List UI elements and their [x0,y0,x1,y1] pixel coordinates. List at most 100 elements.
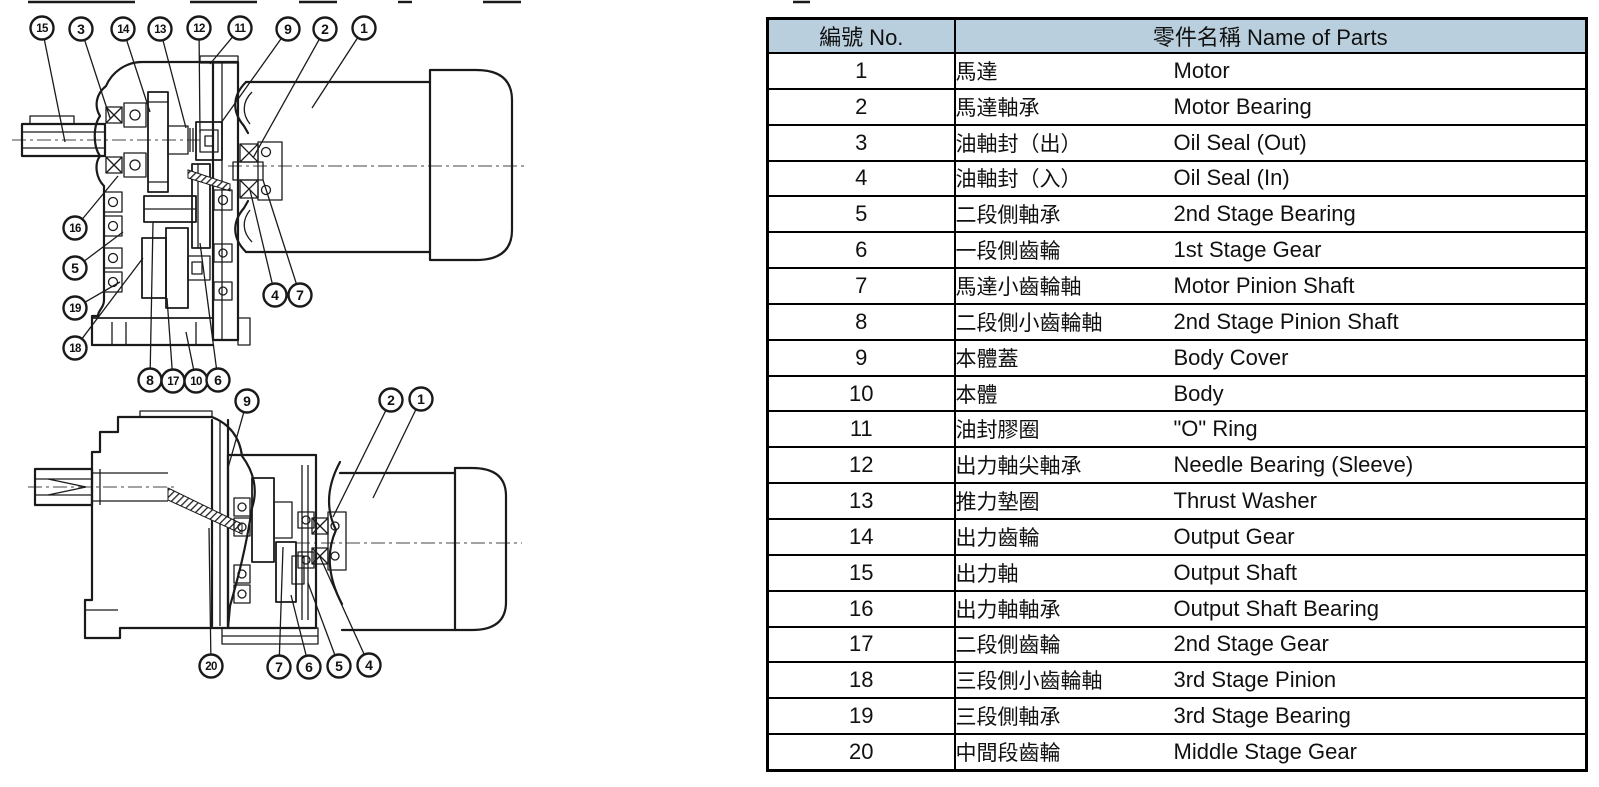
callout-leader-line-3 [83,39,111,119]
part-name-zh: 油軸封（出） [955,132,1082,156]
part-name-en: Needle Bearing (Sleeve) [1173,452,1414,478]
part-number: 6 [766,231,956,270]
callout-circle-11 [227,15,253,41]
part-name-zh: 本體 [955,383,998,407]
callout-leader-line-4 [319,556,365,655]
callout-circle-14 [110,16,136,42]
part-name-en: Output Shaft [1173,559,1298,585]
callout-circle-2 [378,387,404,413]
callout-circle-5 [62,255,88,281]
part-number: 10 [766,374,956,413]
callout-leader-line-5 [307,582,336,656]
part-name-zh: 馬達軸承 [955,96,1040,120]
callout-number-6: 6 [214,372,222,388]
part-number: 18 [766,661,956,700]
callout-leader-line-6 [290,594,307,657]
output-gear-assembly [147,91,223,193]
callout-leader-line-8 [149,221,154,369]
callout-number-9: 9 [284,21,292,37]
callout-number-5: 5 [71,260,79,276]
callout-number-2: 2 [321,21,329,37]
part-name-zh: 二段側齒輪 [955,634,1061,658]
callout-number-4: 4 [365,657,373,673]
part-name-zh: 二段側小齒輪軸 [955,311,1103,335]
part-name-en: "O" Ring [1173,416,1258,442]
part-number: 5 [766,195,956,234]
part-name-en: Oil Seal (In) [1173,165,1290,191]
gearbox-housing-top-view [90,55,251,347]
part-name-zh: 三段側軸承 [955,706,1061,730]
part-name-en: Oil Seal (Out) [1173,129,1307,155]
part-name-en: Motor Bearing [1173,93,1312,119]
part-name: 出力軸尖軸承 Needle Bearing (Sleeve) [953,446,1588,485]
callout-leader-line-14 [125,39,151,113]
callout-leader-line-15 [43,39,66,143]
part-name: 油軸封（出） Oil Seal (Out) [953,123,1588,162]
callout-circle-2 [312,16,338,42]
third-stage-assembly [103,227,233,309]
callout-number-7: 7 [296,287,304,303]
callout-number-16: 16 [69,223,81,235]
callout-circle-16 [62,215,88,241]
part-number: 13 [766,482,956,520]
callout-number-13: 13 [154,24,166,36]
callout-leader-line-9 [220,37,282,124]
gearbox-housing-bottom-view [83,410,319,645]
callout-circle-7 [266,654,292,680]
callout-circle-12 [186,15,212,41]
callout-circle-1 [351,15,377,41]
part-name-en: Body Cover [1173,344,1289,370]
callout-number-7: 7 [275,659,283,675]
motor-bearings-bottom-view [311,511,347,571]
part-name: 馬達軸承 Motor Bearing [953,87,1588,126]
callout-leader-line-4 [249,189,273,284]
first-stage-gear [187,163,231,249]
callout-number-20: 20 [205,661,217,673]
part-name-en: 3rd Stage Pinion [1173,667,1337,693]
callout-number-6: 6 [305,659,313,675]
table-header-row: 編號 No. 零件名稱 Name of Parts [766,17,1588,54]
part-number: 2 [766,87,956,126]
part-name-zh: 油封膠圈 [955,419,1040,443]
callout-leader-line-5 [83,231,124,262]
callout-circle-5 [326,653,352,679]
part-name-zh: 油軸封（入） [955,168,1082,192]
part-number: 12 [766,446,956,485]
callout-circle-6 [296,654,322,680]
callout-circle-9 [234,388,260,414]
callout-circle-4 [262,282,288,308]
callout-number-15: 15 [36,23,49,35]
part-name-zh: 馬達 [955,60,998,84]
callout-leader-line-7 [262,179,298,285]
part-number: 19 [766,697,956,736]
part-name-zh: 出力軸尖軸承 [955,455,1082,479]
part-name-zh: 二段側軸承 [955,204,1061,228]
part-number: 9 [766,338,956,377]
second-stage-assembly [103,189,233,237]
part-name: 油軸封（入） Oil Seal (In) [953,159,1588,198]
top-cross-section-drawing [12,55,526,347]
part-name-zh: 推力墊圈 [955,491,1040,515]
part-number: 3 [766,123,956,162]
